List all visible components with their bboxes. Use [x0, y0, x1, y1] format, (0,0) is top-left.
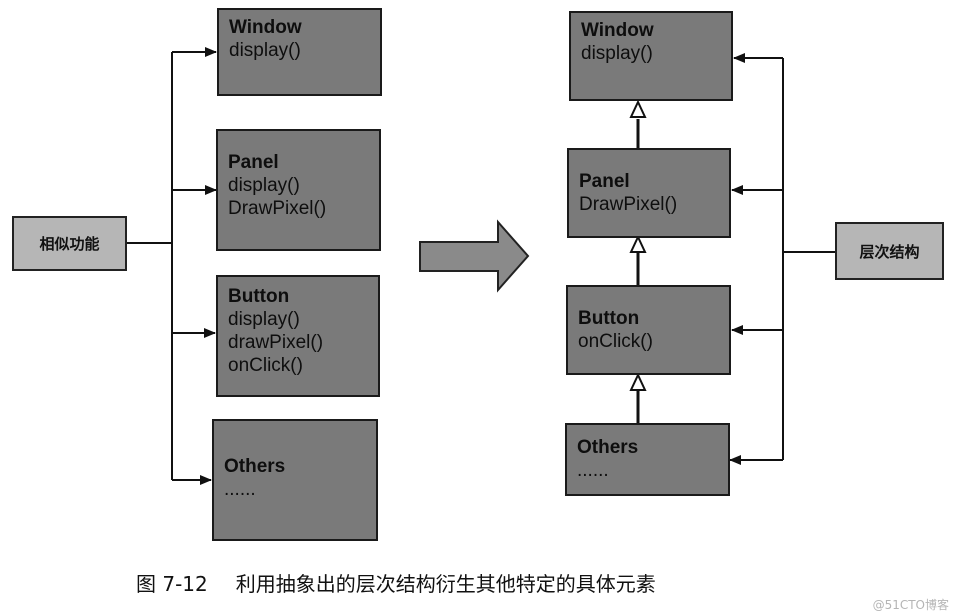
method-label: DrawPixel() [228, 198, 327, 219]
left-button-box: Button display() drawPixel() onClick() [216, 275, 380, 397]
right-panel-box: Panel DrawPixel() [567, 148, 731, 238]
left-window-box: Window display() [217, 8, 382, 96]
transform-arrow [419, 219, 530, 293]
ellipsis-label: ...... [577, 460, 609, 481]
left-panel-box: Panel display() DrawPixel() [216, 129, 381, 251]
method-label: display() [581, 43, 653, 64]
left-others-box: Others ...... [212, 419, 378, 541]
box-title: Others [577, 437, 639, 458]
method-label: DrawPixel() [579, 194, 678, 215]
box-title: Panel [579, 171, 630, 192]
right-others-box: Others ...... [565, 423, 730, 496]
figure-number: 图 7-12 [136, 572, 208, 596]
left-connectors [127, 47, 217, 485]
box-title: Button [578, 308, 640, 329]
right-window-box: Window display() [569, 11, 733, 101]
method-label: display() [228, 175, 300, 196]
caption-text: 利用抽象出的层次结构衍生其他特定的具体元素 [235, 572, 656, 596]
watermark: @51CTO博客 [872, 598, 949, 612]
box-title: Button [228, 286, 290, 307]
box-title: Others [224, 456, 286, 477]
box-title: Panel [228, 152, 279, 173]
right-button-box: Button onClick() [566, 285, 731, 375]
method-label: drawPixel() [228, 332, 324, 353]
ellipsis-label: ...... [224, 479, 256, 500]
figure-caption: 图 7-12 利用抽象出的层次结构衍生其他特定的具体元素 [136, 568, 656, 597]
method-label: onClick() [578, 331, 653, 352]
right-connectors [729, 53, 835, 465]
inheritance-triangles [629, 99, 647, 391]
hierarchy-tag: 层次结构 [835, 222, 944, 280]
box-title: Window [581, 20, 654, 41]
method-label: display() [229, 40, 301, 61]
method-label: display() [228, 309, 300, 330]
similar-functions-tag: 相似功能 [12, 216, 127, 271]
method-label: onClick() [228, 355, 303, 376]
box-title: Window [229, 17, 302, 38]
